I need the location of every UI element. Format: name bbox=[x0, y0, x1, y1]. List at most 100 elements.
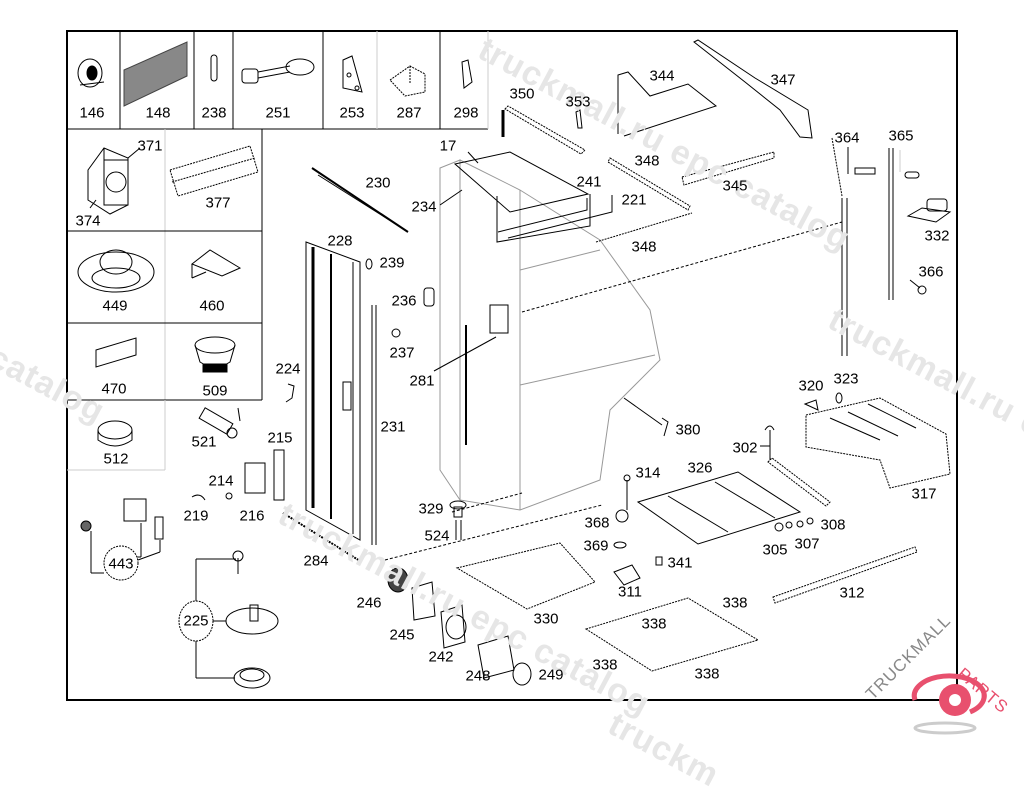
callout-308[interactable]: 308 bbox=[820, 516, 846, 534]
callout-298[interactable]: 298 bbox=[453, 104, 479, 122]
callout-312[interactable]: 312 bbox=[839, 584, 865, 602]
callout-241[interactable]: 241 bbox=[576, 173, 602, 191]
callout-146[interactable]: 146 bbox=[79, 104, 105, 122]
callout-248[interactable]: 248 bbox=[465, 667, 491, 685]
callout-314[interactable]: 314 bbox=[635, 464, 661, 482]
callout-236[interactable]: 236 bbox=[391, 292, 417, 310]
callout-228[interactable]: 228 bbox=[327, 232, 353, 250]
part-326-frame bbox=[636, 471, 802, 545]
callout-338-right[interactable]: 338 bbox=[722, 594, 748, 612]
part-215-icon bbox=[273, 449, 285, 501]
callout-524[interactable]: 524 bbox=[424, 527, 450, 545]
parts-diagram-drawing bbox=[66, 30, 987, 735]
callout-214[interactable]: 214 bbox=[208, 472, 234, 490]
callout-338-left[interactable]: 338 bbox=[592, 656, 618, 674]
callout-353[interactable]: 353 bbox=[565, 93, 591, 111]
callout-302[interactable]: 302 bbox=[732, 439, 758, 457]
part-148-icon bbox=[123, 41, 188, 107]
callout-17[interactable]: 17 bbox=[439, 137, 457, 155]
callout-365[interactable]: 365 bbox=[888, 127, 914, 145]
callout-305[interactable]: 305 bbox=[762, 541, 788, 559]
callout-225[interactable]: 225 bbox=[183, 612, 209, 630]
callout-249[interactable]: 249 bbox=[538, 666, 564, 684]
part-312-strip bbox=[772, 546, 918, 604]
callout-380[interactable]: 380 bbox=[675, 421, 701, 439]
callout-329[interactable]: 329 bbox=[418, 500, 444, 518]
part-302-clip bbox=[764, 425, 775, 431]
part-443-icons bbox=[80, 498, 164, 581]
part-364-pole bbox=[831, 137, 876, 356]
callout-234[interactable]: 234 bbox=[411, 198, 437, 216]
callout-443[interactable]: 443 bbox=[108, 555, 134, 573]
part-377-icon bbox=[169, 145, 259, 197]
callout-242[interactable]: 242 bbox=[428, 648, 454, 666]
callout-245[interactable]: 245 bbox=[389, 626, 415, 644]
callout-311[interactable]: 311 bbox=[618, 583, 642, 601]
callout-345[interactable]: 345 bbox=[722, 177, 748, 195]
callout-284[interactable]: 284 bbox=[303, 552, 329, 570]
callout-281[interactable]: 281 bbox=[409, 372, 435, 390]
callout-215[interactable]: 215 bbox=[267, 429, 293, 447]
callout-246[interactable]: 246 bbox=[356, 594, 382, 612]
callout-237[interactable]: 237 bbox=[389, 344, 415, 362]
callout-239[interactable]: 239 bbox=[379, 254, 405, 272]
callout-341[interactable]: 341 bbox=[667, 554, 693, 572]
callout-332[interactable]: 332 bbox=[924, 227, 950, 245]
callout-348-lower[interactable]: 348 bbox=[631, 238, 657, 256]
callout-350[interactable]: 350 bbox=[509, 85, 535, 103]
callout-470[interactable]: 470 bbox=[101, 380, 127, 398]
part-219-icon bbox=[191, 494, 206, 501]
callout-368[interactable]: 368 bbox=[584, 514, 610, 532]
callout-460[interactable]: 460 bbox=[199, 297, 225, 315]
callout-323[interactable]: 323 bbox=[833, 370, 859, 388]
callout-148[interactable]: 148 bbox=[145, 104, 171, 122]
part-146-icon bbox=[77, 58, 105, 88]
callout-509[interactable]: 509 bbox=[202, 382, 228, 400]
callout-371[interactable]: 371 bbox=[137, 137, 163, 155]
callout-521[interactable]: 521 bbox=[191, 433, 217, 451]
callout-338-bottom[interactable]: 338 bbox=[694, 665, 720, 683]
callout-216[interactable]: 216 bbox=[239, 507, 265, 525]
part-17-frame bbox=[496, 194, 591, 243]
part-239-icon bbox=[365, 258, 373, 270]
callout-364[interactable]: 364 bbox=[834, 129, 860, 147]
callout-238[interactable]: 238 bbox=[201, 104, 227, 122]
callout-320[interactable]: 320 bbox=[798, 377, 824, 395]
part-242-icon bbox=[440, 604, 466, 649]
callout-253[interactable]: 253 bbox=[339, 104, 365, 122]
part-369-icon bbox=[613, 541, 627, 549]
leader-234 bbox=[439, 189, 463, 206]
callout-287[interactable]: 287 bbox=[396, 104, 422, 122]
part-298-icon bbox=[461, 59, 473, 89]
part-287-icon bbox=[389, 65, 426, 97]
truckmall-parts-logo bbox=[911, 673, 987, 735]
part-366-icon bbox=[909, 279, 927, 295]
callout-317[interactable]: 317 bbox=[911, 485, 937, 503]
callout-338-center[interactable]: 338 bbox=[641, 615, 667, 633]
callout-219[interactable]: 219 bbox=[183, 507, 209, 525]
callout-347[interactable]: 347 bbox=[770, 71, 796, 89]
part-368-icon bbox=[615, 509, 629, 523]
callout-377[interactable]: 377 bbox=[205, 194, 231, 212]
part-302-rod bbox=[767, 457, 831, 507]
callout-369[interactable]: 369 bbox=[583, 537, 609, 555]
callout-348-upper[interactable]: 348 bbox=[634, 152, 660, 170]
callout-221[interactable]: 221 bbox=[621, 191, 647, 209]
callout-366[interactable]: 366 bbox=[918, 263, 944, 281]
callout-326[interactable]: 326 bbox=[687, 459, 713, 477]
callout-449[interactable]: 449 bbox=[102, 297, 128, 315]
callout-231[interactable]: 231 bbox=[380, 418, 406, 436]
part-281-icon bbox=[489, 304, 509, 334]
part-245-icon bbox=[411, 581, 436, 621]
callout-307[interactable]: 307 bbox=[794, 535, 820, 553]
callout-512[interactable]: 512 bbox=[103, 450, 129, 468]
part-314-screw bbox=[623, 474, 631, 510]
part-348-seal-b bbox=[595, 212, 693, 243]
callout-330[interactable]: 330 bbox=[533, 610, 559, 628]
callout-344[interactable]: 344 bbox=[649, 67, 675, 85]
callout-230[interactable]: 230 bbox=[365, 174, 391, 192]
callout-251[interactable]: 251 bbox=[265, 104, 291, 122]
callout-224[interactable]: 224 bbox=[275, 360, 301, 378]
leader-281 bbox=[433, 336, 497, 372]
callout-374[interactable]: 374 bbox=[75, 212, 101, 230]
